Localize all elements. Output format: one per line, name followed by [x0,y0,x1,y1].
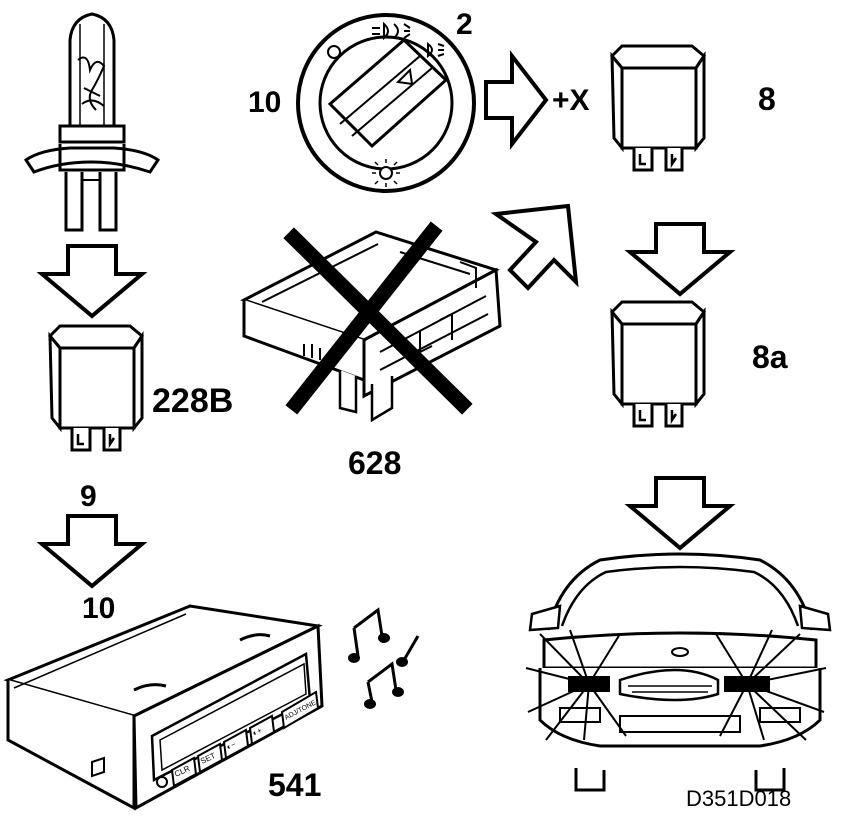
display-unit-icon [3,604,324,811]
relay-left-label: 228B [152,382,233,420]
relay-bottom-label: 8a [752,339,788,375]
dim-up-button-label: ◐+ [251,726,264,738]
dim-up-button[interactable]: ◐+ [248,714,276,746]
cross-icon [283,221,473,415]
arrow-icon [628,476,732,550]
display-label: 541 [268,767,321,803]
dim-down-button-label: ◐− [225,740,238,752]
relay-icon [610,44,706,172]
bulb-icon [23,12,161,232]
switch-main-label: 2 [456,8,473,41]
display-button-group: CLR SET ◐− ◐+ ADJ/TONE [170,690,320,788]
arrow-icon [628,222,732,296]
display-top-label: 10 [82,592,115,625]
arrow-icon [484,50,549,150]
relay-top-modifier-label: +X [552,84,590,117]
relay-left-under-label: 9 [80,480,97,513]
relay-icon [48,324,144,452]
figure-code: D351D018 [686,786,791,811]
relay-top-label: 8 [758,81,776,117]
car-front-icon [525,552,832,792]
arrow-icon [40,514,144,588]
relay-icon [610,300,706,428]
clr-button[interactable]: CLR [170,756,198,788]
crossed-module-label: 628 [348,445,401,481]
arrow-icon [40,244,144,318]
arrow-icon [490,203,579,291]
light-switch-icon [296,13,476,193]
dim-down-button[interactable]: ◐− [222,728,250,760]
control-module-icon [240,230,502,423]
switch-side-label: 10 [248,86,281,119]
music-notes-icon [348,607,420,709]
set-button[interactable]: SET [196,742,224,774]
